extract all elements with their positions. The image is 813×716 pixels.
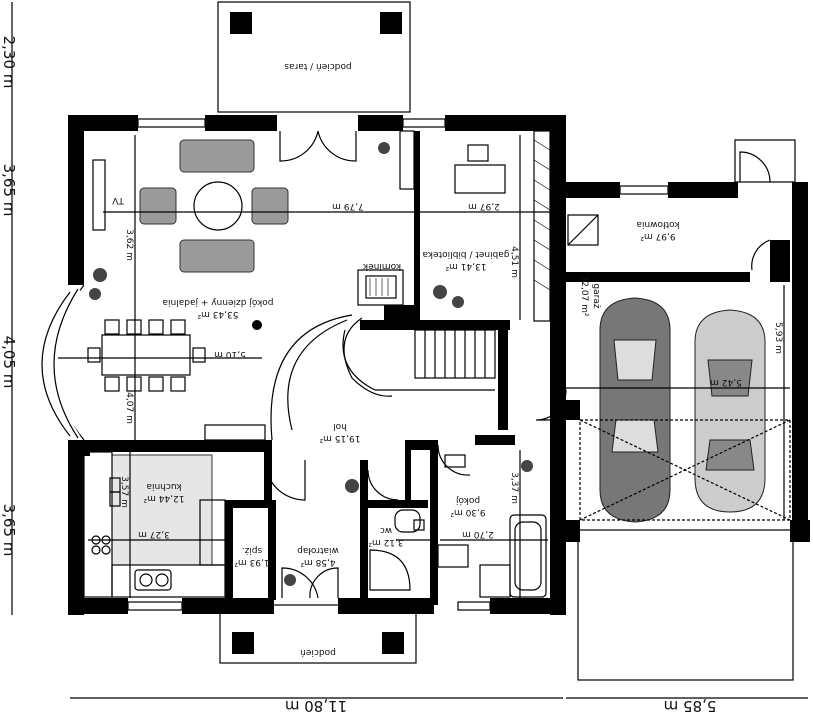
garage-name: garaż: [591, 283, 601, 308]
outer-dimension-labels: 2,30 m 3,65 m 4,05 m 3,65 m 11,80 m 5,85…: [0, 36, 716, 715]
garage-cars: [579, 297, 791, 523]
dim-garage-width: 5,42 m: [710, 377, 742, 387]
boiler-name: kotłownia: [636, 219, 679, 229]
kitchen-name: kuchnia: [146, 481, 181, 491]
room-name: pokój: [456, 495, 480, 506]
dim-dining-width: 5,10 m: [214, 349, 246, 359]
pantry-name: spiż.: [242, 545, 263, 555]
study-name: gabinet / biblioteka: [422, 249, 509, 259]
kitchen-furniture: [83, 451, 226, 598]
wc-name: wc: [380, 525, 392, 535]
outer-walls: [68, 115, 810, 615]
bay-window: [41, 284, 85, 441]
dim-left-upper: 3,65 m: [0, 164, 18, 217]
study-area: 13,41 m²: [445, 261, 486, 271]
dim-study-depth: 4,51 m: [509, 246, 519, 278]
garage-area: 32,07 m²: [579, 275, 589, 316]
dimension-lines: [11, 2, 808, 699]
pantry-area: 1,93 m²: [234, 557, 270, 567]
dim-living-width: 7,79 m: [332, 201, 364, 211]
tv-label: TV: [111, 195, 124, 205]
dim-living-lower: 4,07 m: [124, 392, 134, 424]
dim-bottom-house: 11,80 m: [285, 697, 347, 715]
dim-bottom-garage: 5,85 m: [664, 697, 717, 715]
dim-left-lower: 3,65 m: [0, 504, 18, 557]
boiler-unit: [567, 214, 599, 246]
porch-label: podcień: [300, 647, 336, 657]
fireplace: [357, 269, 404, 306]
plant-icons: [89, 142, 533, 586]
dim-garage-depth: 5,93 m: [773, 322, 783, 354]
room-fixtures: [437, 454, 547, 598]
study-bookshelf: [533, 130, 551, 322]
dim-living-depth: 3,62 m: [124, 229, 134, 261]
room-area: 9,30 m²: [450, 507, 486, 517]
terrace-label: podcień / taras: [284, 61, 352, 71]
dim-left-middle: 4,05 m: [0, 336, 18, 389]
dim-kitchen-width: 3,27 m: [138, 529, 170, 539]
dim-room-width: 2,70 m: [462, 529, 494, 539]
dimension-labels: 7,79 m 3,62 m 4,07 m 5,10 m 2,97 m 4,51 …: [119, 201, 783, 539]
fireplace-label: kominek: [362, 261, 401, 271]
vestibule-area: 4,58 m²: [300, 557, 336, 567]
dim-study-width: 2,97 m: [468, 201, 500, 211]
wc-fixtures: [369, 509, 425, 591]
dim-room-depth: 3,37 m: [509, 472, 519, 504]
terrace-outline: [217, 1, 411, 113]
dim-kitchen-depth: 3,57 m: [119, 476, 129, 508]
garage-apron: [577, 529, 794, 681]
living-area: 53,43 m²: [197, 309, 238, 319]
kitchen-area: 12,44 m²: [143, 493, 184, 503]
dim-left-top: 2,30 m: [0, 36, 18, 89]
hall-area: 19,15 m²: [319, 433, 360, 443]
porch-outline: [219, 604, 417, 664]
vestibule-name: wiatrołap: [297, 545, 339, 555]
hall-name: hol: [333, 421, 347, 431]
inner-walls: [84, 131, 515, 605]
staircase: [204, 314, 496, 441]
boiler-door-step: [734, 139, 796, 183]
doors: [264, 130, 771, 599]
wc-area: 3,12 m²: [368, 537, 404, 547]
study-furniture: [399, 130, 506, 194]
living-name: pokój dzienny + jadalnia: [163, 297, 274, 308]
boiler-area: 9,97 m²: [640, 231, 676, 241]
windows: [127, 118, 805, 611]
living-furniture: [87, 139, 289, 392]
room-labels: podcień / taras pokój dzienny + jadalnia…: [111, 61, 679, 657]
